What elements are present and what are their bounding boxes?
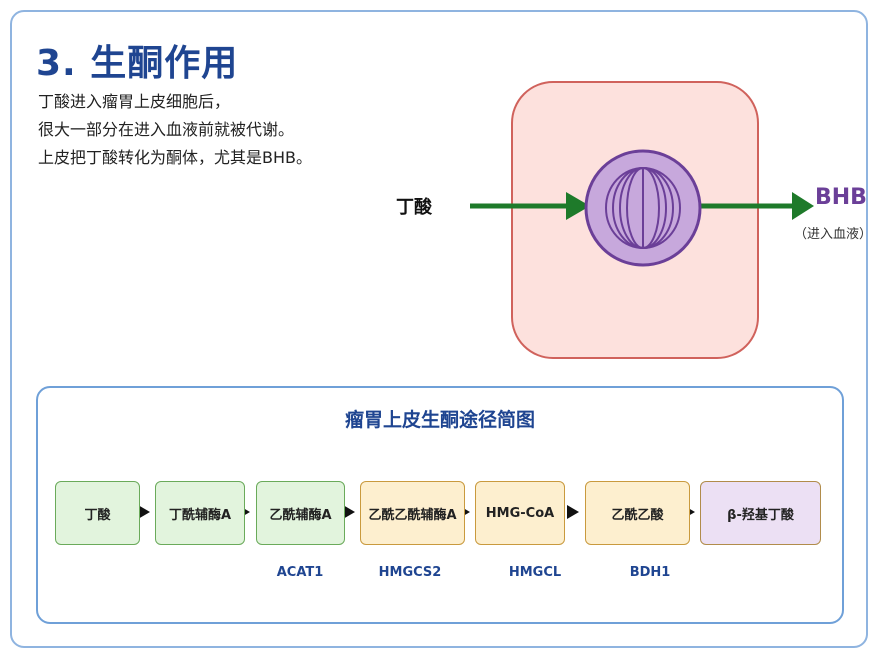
enzyme-label-hmgcl: HMGCL (508, 565, 562, 580)
pathway-step-acetoacetate: 乙酰乙酸 (585, 481, 690, 545)
pathway-step-butyryl-coa: 丁酰辅酶A (155, 481, 245, 545)
description: 丁酸进入瘤胃上皮细胞后， 很大一部分在进入血液前就被代谢。 上皮把丁酸转化为酮体… (38, 88, 312, 172)
pathway-panel (36, 386, 844, 624)
pathway-step-butyrate: 丁酸 (55, 481, 140, 545)
description-line-1: 丁酸进入瘤胃上皮细胞后， (38, 92, 231, 111)
pathway-title: 瘤胃上皮生酮途径简图 (344, 409, 535, 431)
input-arrow-head (566, 192, 590, 220)
pathway-step-bhb: β-羟基丁酸 (700, 481, 821, 545)
description-line-2: 很大一部分在进入血液前就被代谢。 (38, 120, 295, 139)
pathway-step-hmg-coa: HMG-CoA (475, 481, 565, 545)
output-label: BHB (815, 185, 867, 210)
output-arrow-head (792, 192, 814, 220)
pathway-arrow-1 (138, 505, 150, 519)
enzyme-label-acat1: ACAT1 (276, 565, 324, 580)
mitochondrion-icon (584, 149, 702, 267)
card-frame (10, 10, 868, 648)
output-note: （进入血液） (794, 227, 873, 242)
pathway-arrow-5 (567, 505, 579, 519)
pathway-step-acetyl-coa: 乙酰辅酶A (256, 481, 345, 545)
pathway-arrow-3 (343, 505, 355, 519)
enzyme-label-bdh1: BDH1 (629, 565, 671, 580)
input-label: 丁酸 (396, 197, 432, 218)
page-title: 3. 生酮作用 (36, 43, 239, 84)
enzyme-label-hmgcs2: HMGCS2 (378, 565, 442, 580)
description-line-3: 上皮把丁酸转化为酮体，尤其是BHB。 (38, 148, 312, 167)
pathway-step-acetoacetyl-coa: 乙酰乙酰辅酶A (360, 481, 465, 545)
